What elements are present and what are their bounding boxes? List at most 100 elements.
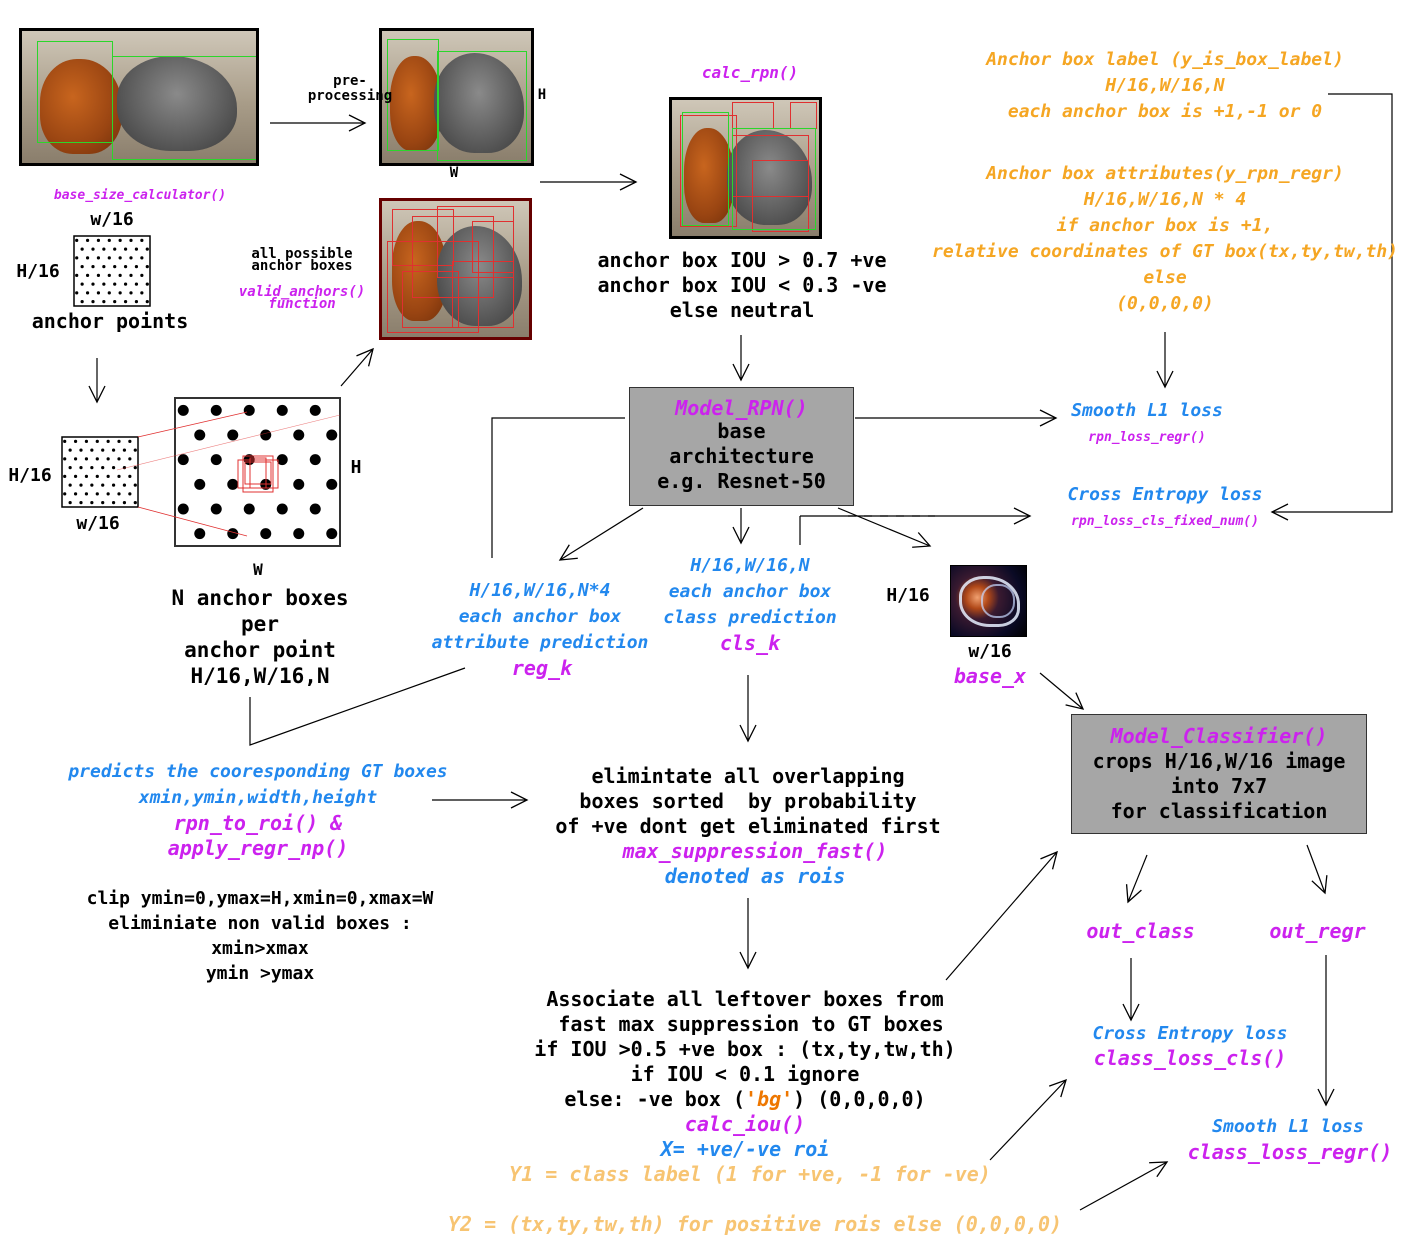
anchor-dot [122, 483, 127, 487]
x-roi: X= +ve/-ve roi [660, 1137, 830, 1161]
anchor-dot [134, 265, 139, 269]
model-classifier-box [1071, 714, 1367, 834]
arrow-classifier-to-outclass [1125, 854, 1148, 904]
base-size-fn: base_size_calculator() [53, 188, 227, 203]
anchor-dot [79, 448, 83, 452]
anchor-dot [113, 282, 117, 286]
dog-shape [390, 56, 442, 151]
zoom-line [116, 414, 341, 471]
anchor-dot [73, 439, 78, 443]
nms-desc: elimintate all overlapping boxes sorted … [555, 764, 941, 838]
all-anchors-photo [379, 198, 532, 340]
anchor-dot [129, 256, 133, 260]
anchor-dot [118, 273, 122, 277]
class-loss-regr-fn: class_loss_regr() [1187, 1140, 1393, 1164]
anchor-dot [73, 457, 78, 461]
anchor-grid-top [73, 235, 151, 307]
anchor-grid-top-dots [75, 238, 149, 304]
anchor-box [680, 115, 737, 227]
anchor-box [752, 160, 809, 232]
anchor-dot [118, 291, 122, 295]
arrow-base-to-classifier [1039, 672, 1085, 710]
anchor-dot [75, 273, 79, 277]
line-labels-to-cross-entropy [1270, 93, 1393, 521]
assoc-line5-post: ) (0,0,0,0) [793, 1087, 926, 1111]
anchor-dot [293, 528, 305, 540]
anchor-dot [90, 448, 94, 452]
anchor-dot [85, 256, 90, 260]
n-anchor-label: N anchor boxes per anchor point H/16,W/1… [171, 586, 349, 688]
anchor-dot [80, 247, 84, 251]
nms-fn: max_suppression_fast() [622, 839, 888, 863]
cat-shape [727, 130, 812, 225]
anchor-dot [79, 466, 83, 470]
rpn-loss-regr-fn: rpn_loss_regr() [1088, 430, 1206, 445]
anchor-dot [123, 282, 128, 286]
h16-top: H/16 [16, 261, 60, 282]
anchor-dot [122, 501, 127, 505]
anchor-dot [129, 238, 133, 242]
anchor-dot [133, 501, 137, 505]
calc-rpn-photo [669, 97, 822, 239]
zoom-line [137, 411, 248, 438]
anchor-dot [227, 478, 239, 490]
anchor-dot [63, 439, 67, 443]
anchor-points-label: anchor points [31, 309, 189, 333]
anchor-dot [276, 503, 288, 515]
anchor-dot [117, 457, 121, 461]
anchor-dot [91, 300, 95, 304]
feature-edge [981, 584, 1015, 618]
base-w16: w/16 [968, 641, 1012, 662]
arrow-assoc-to-classifier [945, 850, 1058, 981]
anchor-dot [106, 474, 110, 478]
cross-entropy-cls: Cross Entropy loss [1092, 1023, 1288, 1044]
anchor-dot [177, 404, 189, 416]
anchor-dot [80, 265, 84, 269]
reg-desc: H/16,W/16,N*4 each anchor box attribute … [431, 580, 649, 653]
W-label-left: W [253, 560, 263, 579]
anchor-dot [128, 439, 132, 443]
anchor-dot [73, 492, 78, 496]
anchor-dot [128, 474, 132, 478]
anchor-dot [111, 483, 116, 487]
anchor-dot [140, 291, 144, 295]
calc-rpn-fn: calc_rpn() [701, 63, 799, 82]
H-label-top: H [537, 87, 547, 103]
rpn-loss-cls-fn: rpn_loss_cls_fixed_num() [1071, 514, 1259, 529]
line-reg-to-model [491, 417, 625, 558]
anchor-dot [117, 492, 121, 496]
anchor-dot [113, 247, 117, 251]
anchor-grid-small-dots [63, 439, 137, 505]
assoc-line2: fast max suppression to GT boxes [546, 1012, 944, 1036]
cls-name: cls_k [719, 631, 781, 655]
cat-shape [117, 56, 237, 151]
anchor-dot [111, 501, 116, 505]
anchor-dot [118, 238, 122, 242]
anchor-dot [145, 300, 149, 304]
anchor-dot [140, 256, 144, 260]
anchor-dot [117, 474, 121, 478]
anchor-boxes-center [237, 455, 279, 493]
anchor-dot [96, 256, 101, 260]
anchor-grid-large-dots [177, 404, 338, 540]
arrow-model-to-base [837, 507, 932, 548]
iou-rules: anchor box IOU > 0.7 +ve anchor box IOU … [597, 248, 887, 322]
cat-shape [437, 226, 522, 326]
anchor-dot [145, 265, 149, 269]
anchor-dot [194, 478, 206, 490]
anchor-dot [260, 429, 272, 441]
anchor-dot [68, 501, 72, 505]
anchor-dot [85, 291, 90, 295]
anchor-dot [90, 466, 94, 470]
smooth-l1-rpn: Smooth L1 loss [1071, 400, 1223, 421]
anchor-dot [102, 247, 106, 251]
anchor-dot [123, 247, 128, 251]
anchor-dot [101, 448, 105, 452]
model-rpn-box [629, 387, 854, 506]
anchor-dot [84, 457, 89, 461]
anchor-dot [129, 273, 133, 277]
base-x-name: base_x [953, 664, 1027, 688]
y2-label: Y2 = (tx,ty,tw,th) for positive rois els… [447, 1212, 1063, 1236]
h16-left: H/16 [8, 465, 52, 486]
gt-box-cat [437, 51, 527, 161]
